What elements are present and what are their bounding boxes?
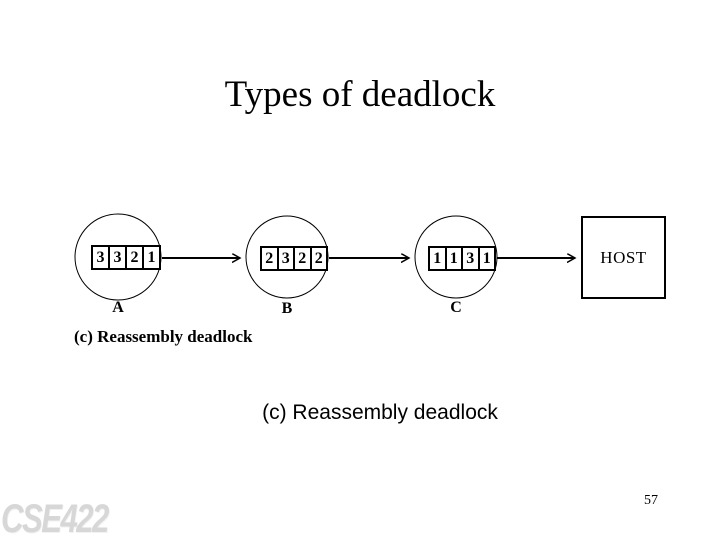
node-a-label: A [112,299,124,316]
figure-caption: (c) Reassembly deadlock [74,327,253,346]
slide-title: Types of deadlock [224,74,496,115]
buffer-row-a: 3 3 2 1 [91,245,161,270]
slide-caption: (c) Reassembly deadlock [262,401,498,424]
buffer-cell: 2 [314,250,323,267]
node-c-label: C [450,299,462,316]
buffer-cell: 3 [279,248,295,269]
node-b-label: B [281,300,293,317]
buffer-cell: 3 [463,248,480,269]
watermark: CSE422 [1,497,109,540]
buffer-cell: 2 [262,248,279,269]
host-box: HOST [581,216,666,299]
buffer-cell: 2 [295,248,312,269]
buffer-cell: 1 [447,248,463,269]
buffer-cell: 2 [127,247,144,268]
buffer-cell: 1 [147,249,156,266]
buffer-cell: 3 [110,247,127,268]
buffer-row-b: 2 3 2 2 [260,246,328,271]
buffer-cell: 3 [93,247,110,268]
page-number: 57 [644,493,658,508]
buffer-cell: 1 [430,248,447,269]
buffer-cell: 1 [482,250,491,267]
host-label: HOST [600,247,647,267]
buffer-row-c: 1 1 3 1 [428,246,496,271]
